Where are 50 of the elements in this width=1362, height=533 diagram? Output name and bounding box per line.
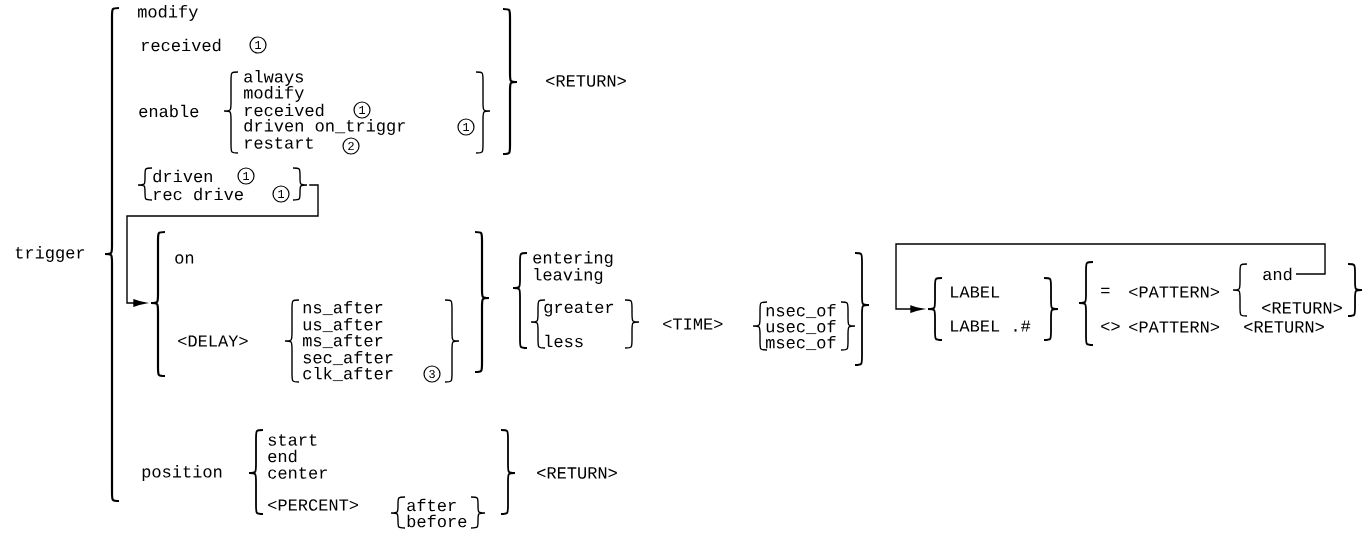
syntax-keyword: <RETURN> [1262,302,1342,314]
syntax-keyword: <> [1101,322,1120,331]
syntax-keyword: <PATTERN> [1129,321,1220,333]
callout-number: 1 [237,167,255,185]
syntax-keyword: modify [138,5,198,21]
syntax-keyword: after [407,498,456,512]
syntax-keyword: received [245,103,324,117]
syntax-keyword: end [268,449,297,463]
syntax-keyword: position [142,465,222,481]
syntax-keyword: <TIME> [663,318,723,330]
callout-number: 3 [423,365,441,383]
syntax-keyword: received [142,38,221,52]
syntax-keyword: <RETURN> [546,75,626,87]
callout-number: 1 [272,185,290,203]
syntax-keyword: driven on_triggr [244,119,405,135]
callout-number: 1 [249,36,267,54]
syntax-keyword: clk_after [303,366,393,382]
syntax-keyword: less [545,334,583,348]
syntax-keyword: enable [139,104,199,118]
brace [292,167,308,201]
arrow [126,184,319,307]
syntax-keyword: before [407,514,467,528]
brace [149,230,166,378]
syntax-keyword: ns_after [303,300,383,316]
syntax-keyword: <PATTERN> [1129,286,1220,298]
syntax-keyword: center [268,467,327,479]
syntax-keyword: us_after [303,317,383,333]
brace [927,277,943,341]
syntax-keyword: greater [544,301,614,317]
syntax-keyword: start [268,434,317,446]
syntax-keyword: ms_after [303,333,383,349]
syntax-keyword: <RETURN> [1244,321,1324,333]
syntax-keyword: leaving [534,268,603,284]
syntax-keyword: always [244,70,303,86]
callout-number: 1 [353,101,371,119]
syntax-keyword: msec_of [766,335,836,351]
callout-number: 1 [457,118,475,136]
syntax-keyword: <RETURN> [537,467,617,479]
syntax-keyword: restart [245,137,313,149]
syntax-keyword: <PERCENT> [268,499,359,511]
syntax-keyword: nsec_of [766,303,836,319]
syntax-keyword: sec_after [303,350,393,366]
syntax-keyword: and [1263,267,1292,281]
syntax-keyword: entering [533,251,613,267]
syntax-keyword: driven [153,169,212,183]
arrow [895,243,1326,313]
syntax-keyword: usec_of [766,319,836,335]
syntax-keyword: = [1101,287,1110,294]
callout-number: 2 [342,137,360,155]
syntax-keyword: rec drive [154,187,243,201]
